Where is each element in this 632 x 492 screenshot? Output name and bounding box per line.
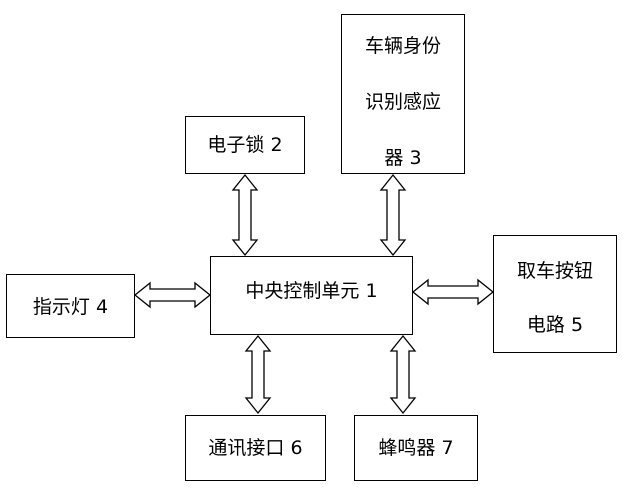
communication-interface-label: 通讯接口 6 (208, 437, 303, 459)
pickup-button-circuit-box: 取车按钮 电路 5 (493, 235, 617, 353)
pickup-button-circuit-label-line1: 取车按钮 (516, 260, 593, 282)
indicator-light-box: 指示灯 4 (6, 274, 135, 338)
pickup-button-circuit-label-line2: 电路 5 (526, 314, 584, 336)
arrow-central-button (411, 278, 495, 306)
electronic-lock-box: 电子锁 2 (185, 116, 305, 174)
arrow-central-buzzer (389, 334, 417, 415)
buzzer-label: 蜂鸣器 7 (378, 437, 454, 459)
arrow-central-comm (244, 334, 272, 415)
vehicle-id-sensor-label-line1: 车辆身份 (364, 35, 441, 57)
buzzer-box: 蜂鸣器 7 (354, 415, 478, 481)
arrow-sensor-central (379, 173, 407, 257)
vehicle-id-sensor-label-line2: 识别感应 (364, 91, 441, 113)
central-control-unit-label: 中央控制单元 1 (245, 280, 378, 302)
communication-interface-box: 通讯接口 6 (185, 415, 326, 481)
vehicle-id-sensor-label-line3: 器 3 (384, 147, 422, 169)
vehicle-id-sensor-box: 车辆身份 识别感应 器 3 (341, 14, 465, 174)
indicator-light-label: 指示灯 4 (32, 296, 109, 318)
electronic-lock-label: 电子锁 2 (207, 134, 283, 156)
central-control-unit-box: 中央控制单元 1 (210, 256, 413, 335)
arrow-lock-central (231, 173, 259, 257)
arrow-indicator-central (133, 281, 212, 309)
